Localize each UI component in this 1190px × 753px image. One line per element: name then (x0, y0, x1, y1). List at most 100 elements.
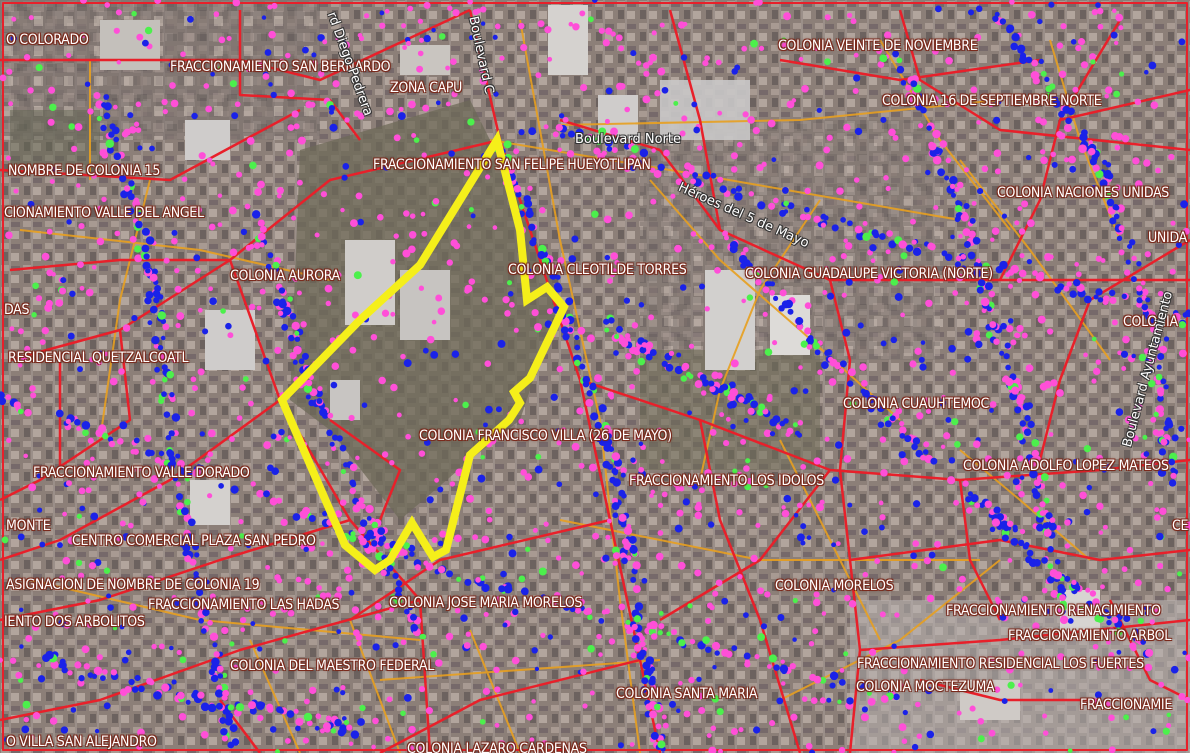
data-point (767, 664, 772, 669)
data-point (67, 332, 75, 340)
data-point (326, 550, 334, 557)
data-point (274, 749, 281, 753)
data-point (115, 533, 124, 542)
data-point (60, 277, 67, 284)
data-point (468, 278, 476, 285)
data-point (920, 340, 926, 345)
data-point (1018, 228, 1026, 235)
data-point (582, 703, 588, 709)
data-point (1171, 434, 1179, 442)
data-point (374, 602, 382, 610)
data-point (158, 643, 165, 650)
data-point (137, 145, 143, 151)
data-point (481, 296, 488, 303)
data-point (528, 127, 537, 136)
data-point (90, 474, 97, 481)
data-point (783, 494, 792, 503)
data-point (853, 52, 859, 58)
data-point (790, 713, 798, 721)
data-point (322, 510, 328, 517)
colonia-label-naciones: COLONIA NACIONES UNIDAS (997, 185, 1169, 201)
data-point (877, 274, 884, 280)
data-point (1154, 507, 1160, 513)
data-point (351, 606, 360, 614)
data-point (21, 725, 30, 734)
data-point (319, 728, 326, 734)
data-point (125, 649, 132, 656)
data-point (971, 200, 977, 206)
data-point (687, 410, 693, 416)
data-point (696, 676, 702, 683)
data-point (966, 271, 973, 278)
data-point (558, 113, 565, 119)
data-point (83, 459, 91, 467)
data-point (938, 399, 947, 407)
data-point (1025, 364, 1034, 373)
data-point (333, 686, 340, 693)
data-point (776, 697, 784, 705)
data-point (840, 253, 847, 260)
data-point (60, 726, 69, 734)
data-point (813, 591, 820, 598)
data-point (1026, 258, 1033, 265)
data-point (304, 542, 310, 548)
data-point (1115, 132, 1124, 141)
data-point (340, 207, 345, 213)
data-point (556, 481, 563, 488)
data-point (109, 377, 118, 386)
data-point (1184, 696, 1190, 704)
data-point (535, 72, 542, 79)
data-point (878, 524, 885, 531)
data-point (282, 638, 288, 644)
data-point (318, 70, 325, 78)
data-point (203, 83, 210, 89)
data-point (28, 15, 34, 21)
data-point (314, 232, 320, 238)
data-point (1177, 571, 1183, 577)
data-point (218, 36, 226, 44)
data-point (852, 87, 859, 95)
data-point (735, 185, 743, 192)
data-point (1091, 378, 1097, 384)
data-point (76, 513, 82, 519)
data-point (101, 196, 107, 202)
data-point (336, 629, 342, 634)
data-point (280, 518, 288, 526)
data-point (975, 5, 983, 13)
data-point (975, 340, 983, 349)
data-point (390, 311, 396, 317)
data-point (353, 271, 362, 280)
data-point (24, 345, 31, 352)
data-point (657, 630, 663, 636)
data-point (750, 554, 758, 563)
data-point (1039, 118, 1047, 126)
data-point (479, 718, 486, 725)
data-point (181, 176, 188, 182)
data-point (1185, 654, 1190, 662)
data-point (330, 381, 338, 389)
data-point (1134, 180, 1143, 188)
data-point (246, 67, 251, 73)
data-point (598, 127, 607, 136)
data-point (1003, 471, 1011, 480)
data-point (161, 98, 168, 106)
data-point (674, 244, 682, 253)
data-point (403, 554, 409, 560)
data-point (271, 467, 280, 476)
data-point (284, 737, 291, 744)
data-point (41, 327, 49, 335)
data-point (1110, 31, 1118, 39)
data-point (642, 95, 651, 104)
data-point (135, 127, 142, 133)
data-point (546, 308, 553, 315)
data-point (339, 499, 347, 506)
data-point (1148, 61, 1157, 70)
data-point (89, 356, 95, 363)
data-point (1033, 506, 1040, 513)
data-point (1037, 315, 1046, 324)
data-point (758, 45, 765, 52)
data-point (358, 526, 366, 535)
data-point (988, 729, 996, 737)
data-point (77, 261, 84, 268)
